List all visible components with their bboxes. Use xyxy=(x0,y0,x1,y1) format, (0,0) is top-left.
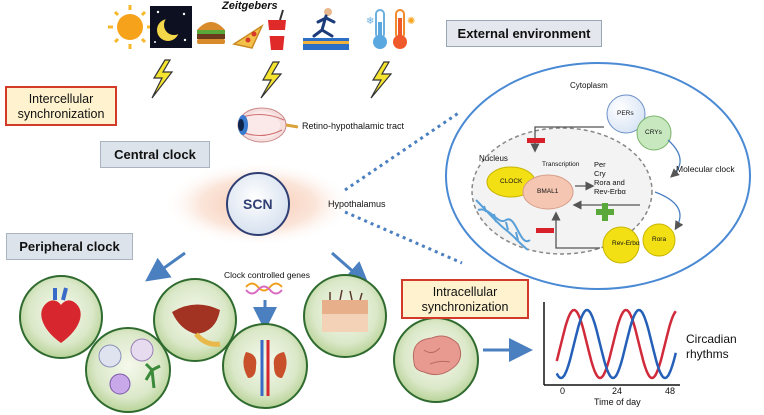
x-tick-24: 24 xyxy=(612,386,623,396)
immune-cells-organ xyxy=(85,327,171,413)
gene-dna-icon xyxy=(245,282,283,295)
target-genes-list: Per Cry Rora and Rev-Erbα xyxy=(594,160,626,196)
target-gene: Rora and xyxy=(594,178,625,187)
target-gene: Per xyxy=(594,160,606,169)
rhythm-series-line xyxy=(555,308,677,380)
x-axis-label: Time of day xyxy=(594,397,641,407)
kidney-organ xyxy=(222,323,308,409)
hypothalamus-label: Hypothalamus xyxy=(328,199,386,209)
dna-icon xyxy=(475,199,531,251)
skin-organ xyxy=(303,274,387,358)
drink-icon xyxy=(268,9,286,50)
external-environment-label: External environment xyxy=(446,20,602,47)
chart-title-line2: rhythms xyxy=(686,347,729,361)
central-clock-label: Central clock xyxy=(100,141,210,168)
cytoplasm-label: Cytoplasm xyxy=(570,81,608,90)
central-to-peripheral-arrows xyxy=(145,251,533,362)
svg-text:❄: ❄ xyxy=(366,16,374,27)
liver-organ xyxy=(153,278,237,362)
target-gene: Cry xyxy=(594,169,606,178)
sun-icon xyxy=(108,5,152,49)
inhibition-minus-icon xyxy=(536,228,554,233)
zoom-dotted-lines xyxy=(344,110,463,265)
lightning-bolt-icon xyxy=(151,59,393,99)
circadian-chart xyxy=(543,302,680,386)
molecular-clock-label: Molecular clock xyxy=(676,164,735,174)
scn-circle xyxy=(226,172,290,236)
bmal1-protein xyxy=(522,174,574,210)
clock-protein-label: CLOCK xyxy=(500,178,523,185)
transcription-label: Transcription xyxy=(542,161,580,168)
pers-protein xyxy=(606,94,646,134)
eye-icon xyxy=(237,107,299,143)
rev-erba-label: Rev-Erbα xyxy=(612,240,640,247)
rora-label: Rora xyxy=(652,236,667,243)
clock-controlled-genes-label: Clock controlled genes xyxy=(224,270,310,280)
x-tick-48: 48 xyxy=(665,386,676,396)
rora-protein xyxy=(642,223,676,257)
x-tick-0: 0 xyxy=(560,386,566,396)
burger-icon xyxy=(197,22,225,44)
activation-plus-icon xyxy=(596,203,614,221)
chart-title-line1: Circadian xyxy=(686,332,737,346)
bmal1-label: BMAL1 xyxy=(537,188,559,195)
intracellular-sync-label: Intracellular synchronization xyxy=(401,279,529,319)
runner-icon xyxy=(303,8,349,50)
intercellular-sync-label: Intercellular synchronization xyxy=(5,86,117,126)
peripheral-clock-label: Peripheral clock xyxy=(6,233,133,260)
crys-label: CRYs xyxy=(645,129,662,136)
crys-protein xyxy=(636,115,672,151)
pers-label: PERs xyxy=(617,110,634,117)
scn-label: SCN xyxy=(243,196,273,212)
svg-text:✺: ✺ xyxy=(407,16,415,27)
target-gene: Rev-Erbα xyxy=(594,187,626,196)
pizza-icon xyxy=(232,23,264,49)
inhibition-minus-icon xyxy=(527,138,545,143)
brain-organ xyxy=(393,317,479,403)
rev-erba-protein xyxy=(602,226,640,264)
moon-night-icon xyxy=(150,6,192,48)
zeitgebers-title: Zeitgebers xyxy=(222,0,278,12)
retino-tract-label: Retino-hypothalamic tract xyxy=(302,121,405,131)
rhythm-series-line xyxy=(555,308,678,380)
nucleus-label: Nucleus xyxy=(479,154,508,163)
thermometer-icon: ❄ ✺ xyxy=(366,9,415,49)
heart-organ xyxy=(19,275,103,359)
